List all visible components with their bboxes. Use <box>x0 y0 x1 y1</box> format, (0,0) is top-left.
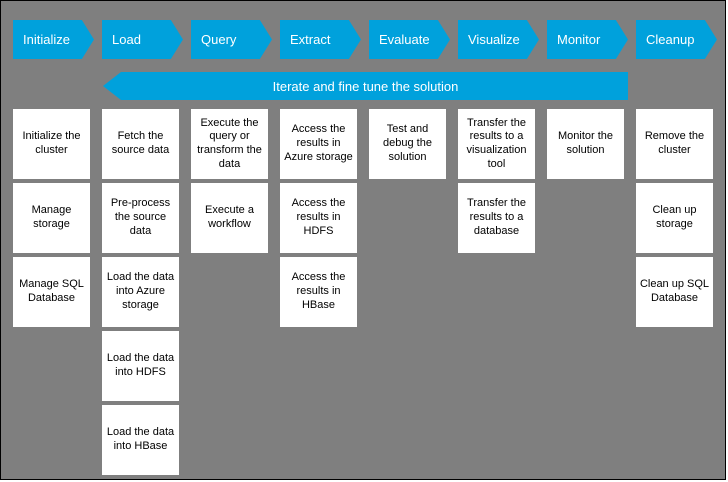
task-card: Clean up storage <box>636 183 713 253</box>
task-card-label: Access the results in HBase <box>291 271 346 311</box>
task-card: Access the results in HBase <box>280 257 357 327</box>
task-card-label: Test and debug the solution <box>383 123 432 163</box>
task-card: Load the data into HDFS <box>102 331 179 401</box>
task-card: Pre-process the source data <box>102 183 179 253</box>
phase-label-initialize: Initialize <box>23 32 70 47</box>
task-card-label: Remove the cluster <box>644 130 705 156</box>
phase-arrow-visualize: Visualize <box>458 20 539 59</box>
task-card: Execute the query or transform the data <box>191 109 268 179</box>
iterate-banner-label: Iterate and fine tune the solution <box>272 78 459 94</box>
task-card-label: Manage storage <box>31 204 72 230</box>
phase-arrow-load: Load <box>102 20 183 59</box>
phase-arrow-extract: Extract <box>280 20 361 59</box>
task-card: Access the results in HDFS <box>280 183 357 253</box>
phase-label-monitor: Monitor <box>557 32 601 47</box>
phase-arrow-initialize: Initialize <box>13 20 94 59</box>
task-card-label: Load the data into Azure storage <box>106 271 175 311</box>
task-card: Manage storage <box>13 183 90 253</box>
task-card: Transfer the results to a database <box>458 183 535 253</box>
task-card: Access the results in Azure storage <box>280 109 357 179</box>
phase-arrow-evaluate: Evaluate <box>369 20 450 59</box>
task-card-label: Transfer the results to a visualization … <box>466 116 527 170</box>
phase-label-extract: Extract <box>290 32 331 47</box>
phase-label-cleanup: Cleanup <box>646 32 695 47</box>
task-card-label: Transfer the results to a database <box>467 197 526 237</box>
task-card: Manage SQL Database <box>13 257 90 327</box>
task-card-label: Pre-process the source data <box>110 197 171 237</box>
task-card: Transfer the results to a visualization … <box>458 109 535 179</box>
task-card-label: Manage SQL Database <box>19 278 84 304</box>
task-card-label: Monitor the solution <box>557 130 614 156</box>
phase-label-visualize: Visualize <box>468 32 520 47</box>
task-card: Test and debug the solution <box>369 109 446 179</box>
task-card-label: Load the data into HDFS <box>106 352 175 378</box>
phase-label-evaluate: Evaluate <box>379 32 430 47</box>
task-card-label: Execute a workflow <box>205 204 254 230</box>
task-card: Monitor the solution <box>547 109 624 179</box>
task-card-label: Clean up storage <box>652 204 697 230</box>
task-card-label: Initialize the cluster <box>22 130 81 156</box>
task-card: Execute a workflow <box>191 183 268 253</box>
task-card-label: Execute the query or transform the data <box>197 116 262 170</box>
task-card-label: Clean up SQL Database <box>639 278 710 304</box>
task-card: Clean up SQL Database <box>636 257 713 327</box>
phase-label-query: Query <box>201 32 237 47</box>
phase-arrow-query: Query <box>191 20 272 59</box>
task-card-label: Load the data into HBase <box>106 426 175 452</box>
task-card: Load the data into HBase <box>102 405 179 475</box>
task-card: Fetch the source data <box>102 109 179 179</box>
task-card-label: Access the results in Azure storage <box>284 123 353 163</box>
task-card: Remove the cluster <box>636 109 713 179</box>
phase-arrow-monitor: Monitor <box>547 20 628 59</box>
iterate-banner-arrow: Iterate and fine tune the solution <box>103 72 628 100</box>
task-card: Load the data into Azure storage <box>102 257 179 327</box>
task-card-label: Fetch the source data <box>111 130 170 156</box>
phase-arrow-cleanup: Cleanup <box>636 20 717 59</box>
phase-label-load: Load <box>112 32 141 47</box>
task-card: Initialize the cluster <box>13 109 90 179</box>
task-card-label: Access the results in HDFS <box>291 197 346 237</box>
